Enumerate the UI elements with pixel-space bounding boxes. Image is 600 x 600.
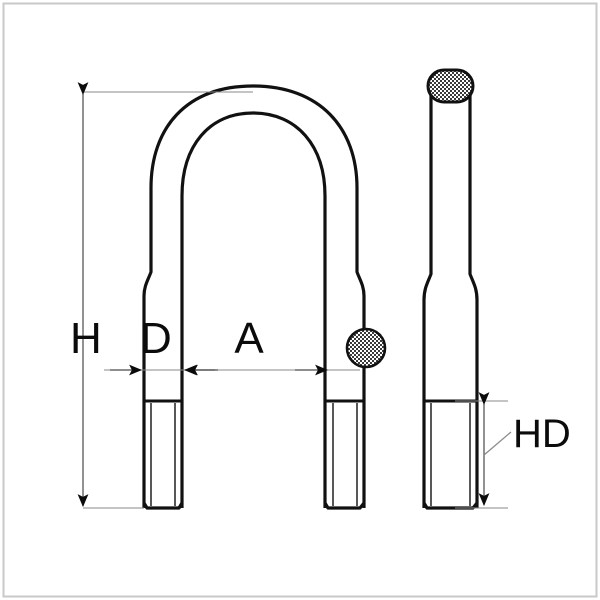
dim-D-label: D (140, 314, 172, 363)
u-bolt-outer-profile (142, 84, 366, 508)
dimension-A: A (184, 314, 360, 376)
right-leg-thread (323, 399, 366, 510)
u-bolt-inner-profile (180, 111, 327, 508)
left-leg-end-chamfer (142, 502, 184, 510)
dim-A-label: A (234, 314, 264, 363)
right-leg-end-chamfer (323, 502, 366, 510)
rod-end-oval (426, 68, 475, 104)
dim-H-label: H (70, 314, 102, 363)
dim-HD-leader (483, 431, 512, 456)
rod-section-circle (345, 327, 387, 369)
dim-HD-label: HD (513, 412, 571, 456)
side-leg-thread (422, 399, 479, 510)
left-leg-thread (142, 399, 184, 510)
dimension-H: H (70, 82, 253, 509)
front-view-u-bolt (142, 84, 387, 510)
dimension-D: D (104, 314, 215, 376)
side-leg-end-chamfer (422, 502, 479, 510)
side-view-u-bolt (422, 68, 479, 510)
dimension-HD: HD (455, 392, 571, 509)
